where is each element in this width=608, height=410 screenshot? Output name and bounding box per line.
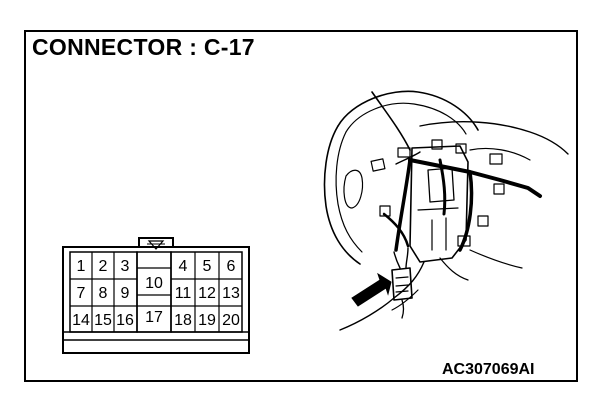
lock-triangle-icon: [147, 240, 165, 250]
pin-17: 17: [145, 309, 163, 326]
pin-11: 11: [175, 285, 192, 302]
arrow-pointer-icon: [351, 272, 392, 307]
connector-title: CONNECTOR : C-17: [32, 34, 255, 60]
dashboard-illustration: [323, 90, 569, 331]
pin-2: 2: [99, 258, 108, 275]
pin-15: 15: [94, 312, 112, 329]
pin-1: 1: [77, 258, 86, 275]
pin-3: 3: [121, 258, 130, 275]
figure-code: AC307069AI: [442, 361, 535, 378]
steering-wheel: [337, 90, 479, 131]
pin-7: 7: [77, 285, 86, 302]
pin-4: 4: [179, 258, 188, 275]
c17-connector: [391, 267, 413, 301]
pin-18: 18: [174, 312, 192, 329]
pin-14: 14: [72, 312, 90, 329]
pin-12: 12: [198, 285, 216, 302]
pin-9: 9: [121, 285, 130, 302]
dashboard-top: [419, 121, 569, 155]
pin-8: 8: [99, 285, 108, 302]
diagram-frame: [24, 30, 578, 382]
pin-13: 13: [222, 285, 240, 302]
pin-10: 10: [145, 275, 163, 292]
pin-19: 19: [198, 312, 216, 329]
connector-lock-tab: [138, 237, 174, 247]
connector-housing: [62, 246, 250, 354]
wiring-harness: [408, 158, 542, 198]
pin-5: 5: [203, 258, 212, 275]
pin-20: 20: [222, 312, 240, 329]
pin-16: 16: [116, 312, 134, 329]
pin-labels: 1 2 3 4 5 6 7 8 9 10 11 12 13 14 15 16 1…: [72, 258, 240, 329]
pin-6: 6: [227, 258, 236, 275]
connector-face: [62, 237, 250, 354]
